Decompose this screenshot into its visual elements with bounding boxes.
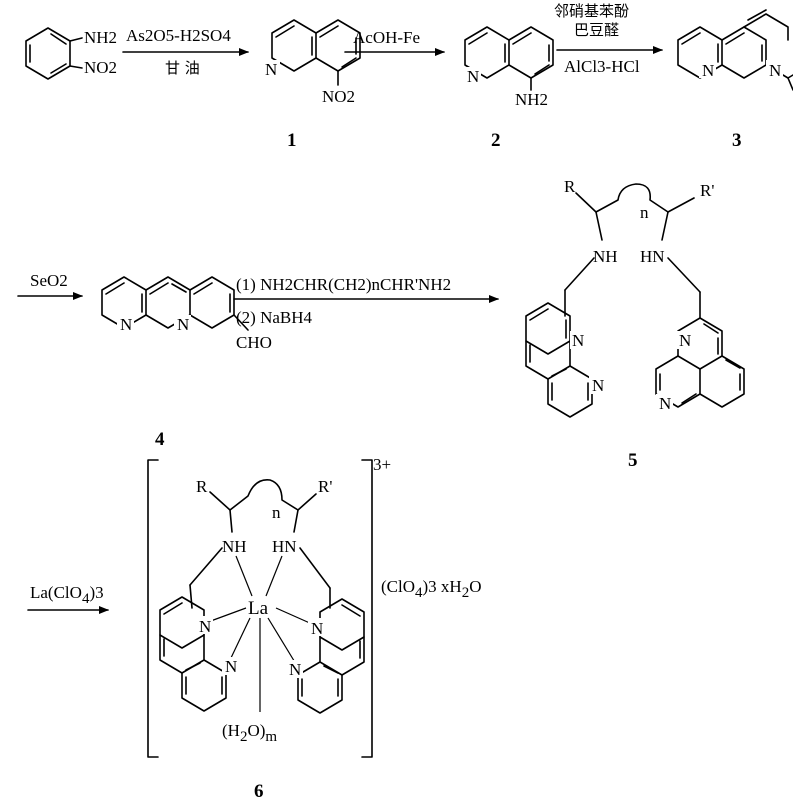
reagent-nabh4: (2) NaBH4 (236, 308, 313, 327)
compound-5-r-label: R (564, 177, 576, 196)
nitro-group-label: NO2 (84, 58, 117, 77)
compound-2-amino-label: NH2 (515, 90, 548, 109)
compound-2-nitrogen: N (467, 67, 479, 86)
reagent-diamine: (1) NH2CHR(CH2)nCHR'NH2 (236, 275, 451, 294)
amino-group-label: NH2 (84, 28, 117, 47)
compound-4-aldehyde-label: CHO (236, 333, 272, 352)
compound-6-right-nitrogen-2: N (289, 660, 301, 679)
reagent-as2o5-h2so4: As2O5-H2SO4 (126, 26, 231, 45)
arrow-step-2: AcOH-Fe (344, 28, 445, 56)
compound-5-nh-label: NH (593, 247, 618, 266)
compound-2-number: 2 (491, 130, 501, 151)
compound-6-nh-label: NH (222, 537, 247, 556)
reagent-seo2: SeO2 (30, 271, 68, 290)
compound-1-nitrogen: N (265, 60, 277, 79)
arrow-step-4: SeO2 (17, 271, 83, 300)
arrow-step-3: 邻硝基苯酚 巴豆醛 AlCl3-HCl (554, 2, 663, 76)
compound-6-hn-label: HN (272, 537, 297, 556)
compound-4-nitrogen-2: N (177, 315, 189, 334)
compound-5-left-nitrogen-2: N (592, 376, 604, 395)
compound-6-r-prime-label: R' (318, 477, 332, 496)
complex-charge: 3+ (373, 455, 391, 474)
compound-1-nitro-label: NO2 (322, 87, 355, 106)
compound-4-number: 4 (155, 429, 165, 450)
compound-5-n-subscript: n (640, 203, 649, 222)
reagent-o-nitrophenol: 邻硝基苯酚 (554, 2, 629, 20)
compound-2-structure: N NH2 (463, 26, 554, 109)
compound-1-structure: N NO2 (262, 19, 361, 106)
compound-4-nitrogen-1: N (120, 315, 132, 334)
compound-1-number: 1 (287, 130, 297, 151)
compound-6-number: 6 (254, 781, 264, 800)
arrow-step-5: (1) NH2CHR(CH2)nCHR'NH2 (2) NaBH4 (233, 275, 499, 327)
compound-6-n-subscript: n (272, 503, 281, 522)
compound-5-left-nitrogen-1: N (572, 331, 584, 350)
compound-6-left-nitrogen-1: N (199, 617, 211, 636)
water-ligand-label: (H2O)m (222, 721, 277, 745)
reagent-acoh-fe: AcOH-Fe (353, 28, 420, 47)
compound-5-number: 5 (628, 450, 638, 471)
lanthanum-centre: La (248, 598, 269, 619)
counter-ion-label: (ClO4)3 xH2O (381, 577, 481, 601)
reagent-crotonaldehyde: 巴豆醛 (574, 21, 619, 39)
reagent-alcl3-hcl: AlCl3-HCl (564, 57, 640, 76)
arrow-step-6: La(ClO4)3 (27, 583, 109, 614)
compound-6-r-label: R (196, 477, 208, 496)
reagent-la-perchlorate: La(ClO4)3 (30, 583, 104, 607)
compound-5-structure: R R' n NH HN N N N N (525, 177, 745, 418)
compound-5-hn-label: HN (640, 247, 665, 266)
arrow-step-1: As2O5-H2SO4 甘 油 (122, 26, 249, 77)
compound-3-nitrogen-1: N (702, 61, 714, 80)
compound-6-structure: 3+ R R' n NH HN La N N (147, 455, 481, 758)
compound-6-right-nitrogen-1: N (311, 619, 323, 638)
compound-5-right-nitrogen-2: N (659, 394, 671, 413)
compound-3-nitrogen-2: N (769, 61, 781, 80)
reagent-glycerol: 甘 油 (165, 59, 200, 77)
compound-3-number: 3 (732, 130, 742, 151)
compound-5-right-nitrogen-1: N (679, 331, 691, 350)
compound-5-r-prime-label: R' (700, 181, 714, 200)
compound-6-left-nitrogen-2: N (225, 657, 237, 676)
starting-material-o-nitroaniline: NH2 NO2 (25, 27, 117, 80)
compound-4-structure: N N CHO (101, 276, 272, 352)
compound-3-structure: N N (677, 9, 793, 91)
